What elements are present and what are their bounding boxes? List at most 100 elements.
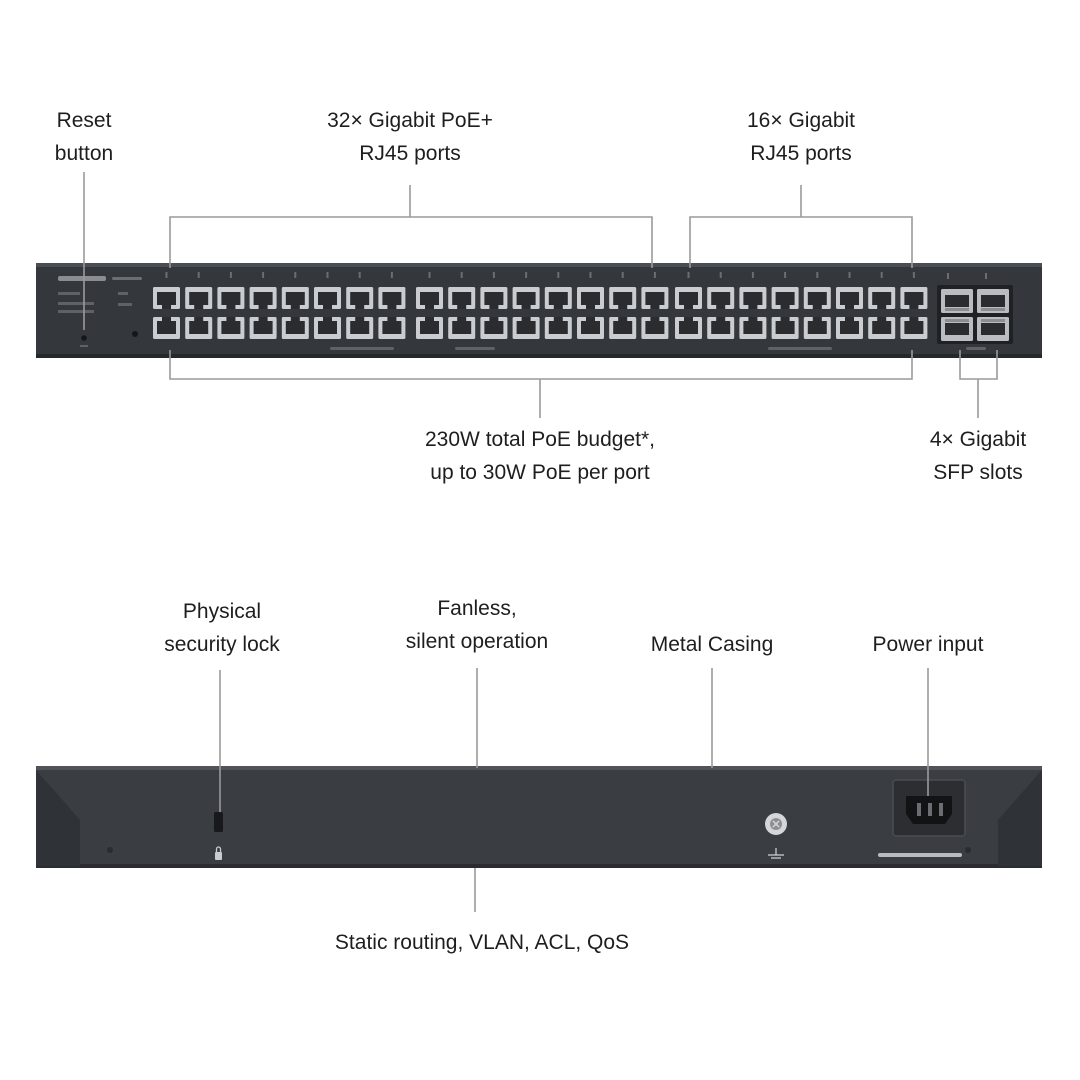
port-led (848, 272, 851, 278)
port-led (390, 272, 393, 278)
ground-icon (768, 848, 784, 859)
rj45-port (314, 317, 341, 339)
rj45-port (185, 317, 213, 339)
rj45-port (512, 317, 540, 339)
front-panel (36, 263, 1042, 358)
rj45-port (707, 317, 735, 339)
port-led (197, 272, 200, 278)
rj45-port (512, 287, 540, 309)
rj45-port (707, 287, 735, 309)
rj45-port (281, 317, 309, 339)
rj45-port (803, 317, 831, 339)
reset-pinhole (81, 335, 87, 341)
port-led (428, 272, 431, 278)
rj45-port (448, 287, 476, 309)
port-led (719, 272, 722, 278)
rj45-port (641, 287, 669, 309)
rear-panel (36, 766, 1042, 868)
rj45-port (544, 287, 572, 309)
rj45-port (217, 317, 245, 339)
port-led (589, 272, 592, 278)
rj45-port (346, 317, 374, 339)
brand-logo (58, 276, 106, 281)
rj45-port (641, 317, 669, 339)
port-led (621, 272, 624, 278)
rj45-port (448, 317, 476, 339)
port-led (492, 272, 495, 278)
port-led (880, 272, 883, 278)
port-led (294, 272, 297, 278)
sfp-slot (977, 317, 1009, 341)
sfp-slot (941, 317, 973, 341)
port-led (229, 272, 232, 278)
label-power-input: Power input (872, 633, 984, 656)
rj45-port (314, 287, 341, 309)
rj45-port (675, 317, 702, 339)
rj45-port (900, 317, 928, 339)
rj45-port (153, 287, 180, 309)
port-led (816, 272, 819, 278)
rj45-port (803, 287, 831, 309)
rj45-port (544, 317, 572, 339)
rj45-port-block (153, 272, 928, 350)
rear-chassis (36, 766, 1042, 868)
rj45-port (609, 287, 637, 309)
sfp-led (947, 273, 949, 279)
rj45-port (378, 317, 406, 339)
rj45-port (416, 287, 443, 309)
rj45-port (675, 287, 702, 309)
port-led (912, 272, 915, 278)
rj45-port (836, 317, 863, 339)
label-poe-ports: 32× Gigabit PoE+RJ45 ports (327, 109, 493, 165)
rj45-port (868, 317, 896, 339)
port-led (326, 272, 329, 278)
rj45-port (771, 317, 799, 339)
rj45-port (836, 287, 863, 309)
front-leaders (83, 172, 998, 418)
port-led (525, 272, 528, 278)
rj45-port (739, 317, 767, 339)
port-led (262, 272, 265, 278)
front-chassis (36, 263, 1042, 358)
port-led (358, 272, 361, 278)
rj45-port (378, 287, 406, 309)
port-led (687, 272, 690, 278)
rj45-port (609, 317, 637, 339)
rj45-port (185, 287, 213, 309)
rj45-port (771, 287, 799, 309)
rj45-port (416, 317, 443, 339)
rj45-port (480, 287, 508, 309)
led-indicator (132, 331, 138, 337)
sfp-led (985, 273, 987, 279)
power-rating-text (878, 853, 962, 857)
rj45-port (249, 287, 277, 309)
rj45-port (739, 287, 767, 309)
label-fanless: Fanless,silent operation (405, 597, 549, 653)
security-lock-slot (214, 812, 223, 832)
port-led (460, 272, 463, 278)
label-software-features: Static routing, VLAN, ACL, QoS (334, 931, 630, 954)
rj45-port (249, 317, 277, 339)
label-metal-casing: Metal Casing (650, 633, 774, 656)
rj45-port (480, 317, 508, 339)
port-led (557, 272, 560, 278)
rj45-port (346, 287, 374, 309)
port-led (165, 272, 168, 278)
label-poe-budget: 230W total PoE budget*,up to 30W PoE per… (425, 428, 655, 484)
port-led (784, 272, 787, 278)
rj45-port (868, 287, 896, 309)
power-socket (892, 779, 966, 837)
rj45-port (577, 287, 604, 309)
sfp-slot-block (937, 273, 1013, 350)
rj45-port (281, 287, 309, 309)
sfp-slot (977, 289, 1009, 313)
port-led (653, 272, 656, 278)
rj45-port (217, 287, 245, 309)
rear-leaders (219, 668, 929, 912)
